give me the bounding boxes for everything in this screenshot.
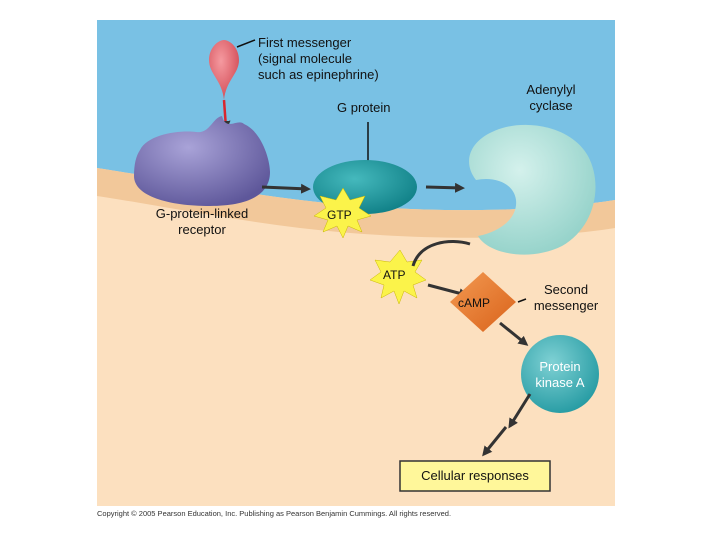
adenylyl-cyclase-label: Adenylyl cyclase (511, 82, 591, 114)
receptor-to-gprotein-arrow (261, 183, 311, 194)
camp-icon (450, 272, 516, 332)
second-messenger-label: Second messenger (526, 282, 606, 314)
copyright-notice: Copyright © 2005 Pearson Education, Inc.… (97, 509, 452, 518)
signal-molecule-icon (209, 40, 239, 100)
atp-to-camp-arrow (411, 240, 471, 267)
gtp-label: GTP (327, 208, 352, 222)
pka-to-response-arrow-1 (508, 393, 532, 429)
atp-label: ATP (383, 268, 406, 282)
cellular-responses-label: Cellular responses (421, 468, 529, 483)
first-messenger-line-2: (signal molecule (258, 51, 352, 66)
adenylyl-cyclase-line-1: Adenylyl (526, 82, 576, 97)
receptor-line-1: G-protein-linked (155, 206, 249, 221)
protein-kinase-a-icon (521, 335, 599, 413)
g-protein-linked-receptor-icon (134, 116, 270, 206)
adenylyl-cyclase-icon (469, 124, 596, 255)
atp-burst-icon (369, 249, 427, 305)
adenylyl-cyclase-line-2: cyclase (529, 98, 573, 113)
receptor-line-2: receptor (178, 222, 226, 237)
gprotein-to-cyclase-arrow (425, 182, 465, 193)
protein-kinase-a-line-2: kinase A (535, 375, 585, 390)
camp-to-pka-arrow (499, 321, 529, 346)
receptor-label: G-protein-linked receptor (137, 206, 267, 238)
camp-label: cAMP (458, 296, 491, 310)
cellular-responses-box (399, 460, 551, 492)
first-messenger-line-1: First messenger (258, 35, 352, 50)
plasma-membrane (97, 168, 615, 238)
second-messenger-line-2: messenger (533, 298, 599, 313)
gtp-burst-icon (313, 187, 372, 239)
first-messenger-line-3: such as epinephrine) (258, 67, 379, 82)
protein-kinase-a-line-1: Protein (539, 359, 581, 374)
second-messenger-pointer (517, 298, 527, 303)
pka-to-response-arrow-2 (482, 426, 508, 457)
first-messenger-label: First messenger (signal molecule such as… (258, 35, 379, 83)
g-protein-label: G protein (337, 100, 391, 115)
first-messenger-pointer (236, 39, 256, 48)
protein-kinase-a-label: Protein kinase A (524, 359, 596, 391)
second-messenger-line-1: Second (543, 282, 589, 297)
